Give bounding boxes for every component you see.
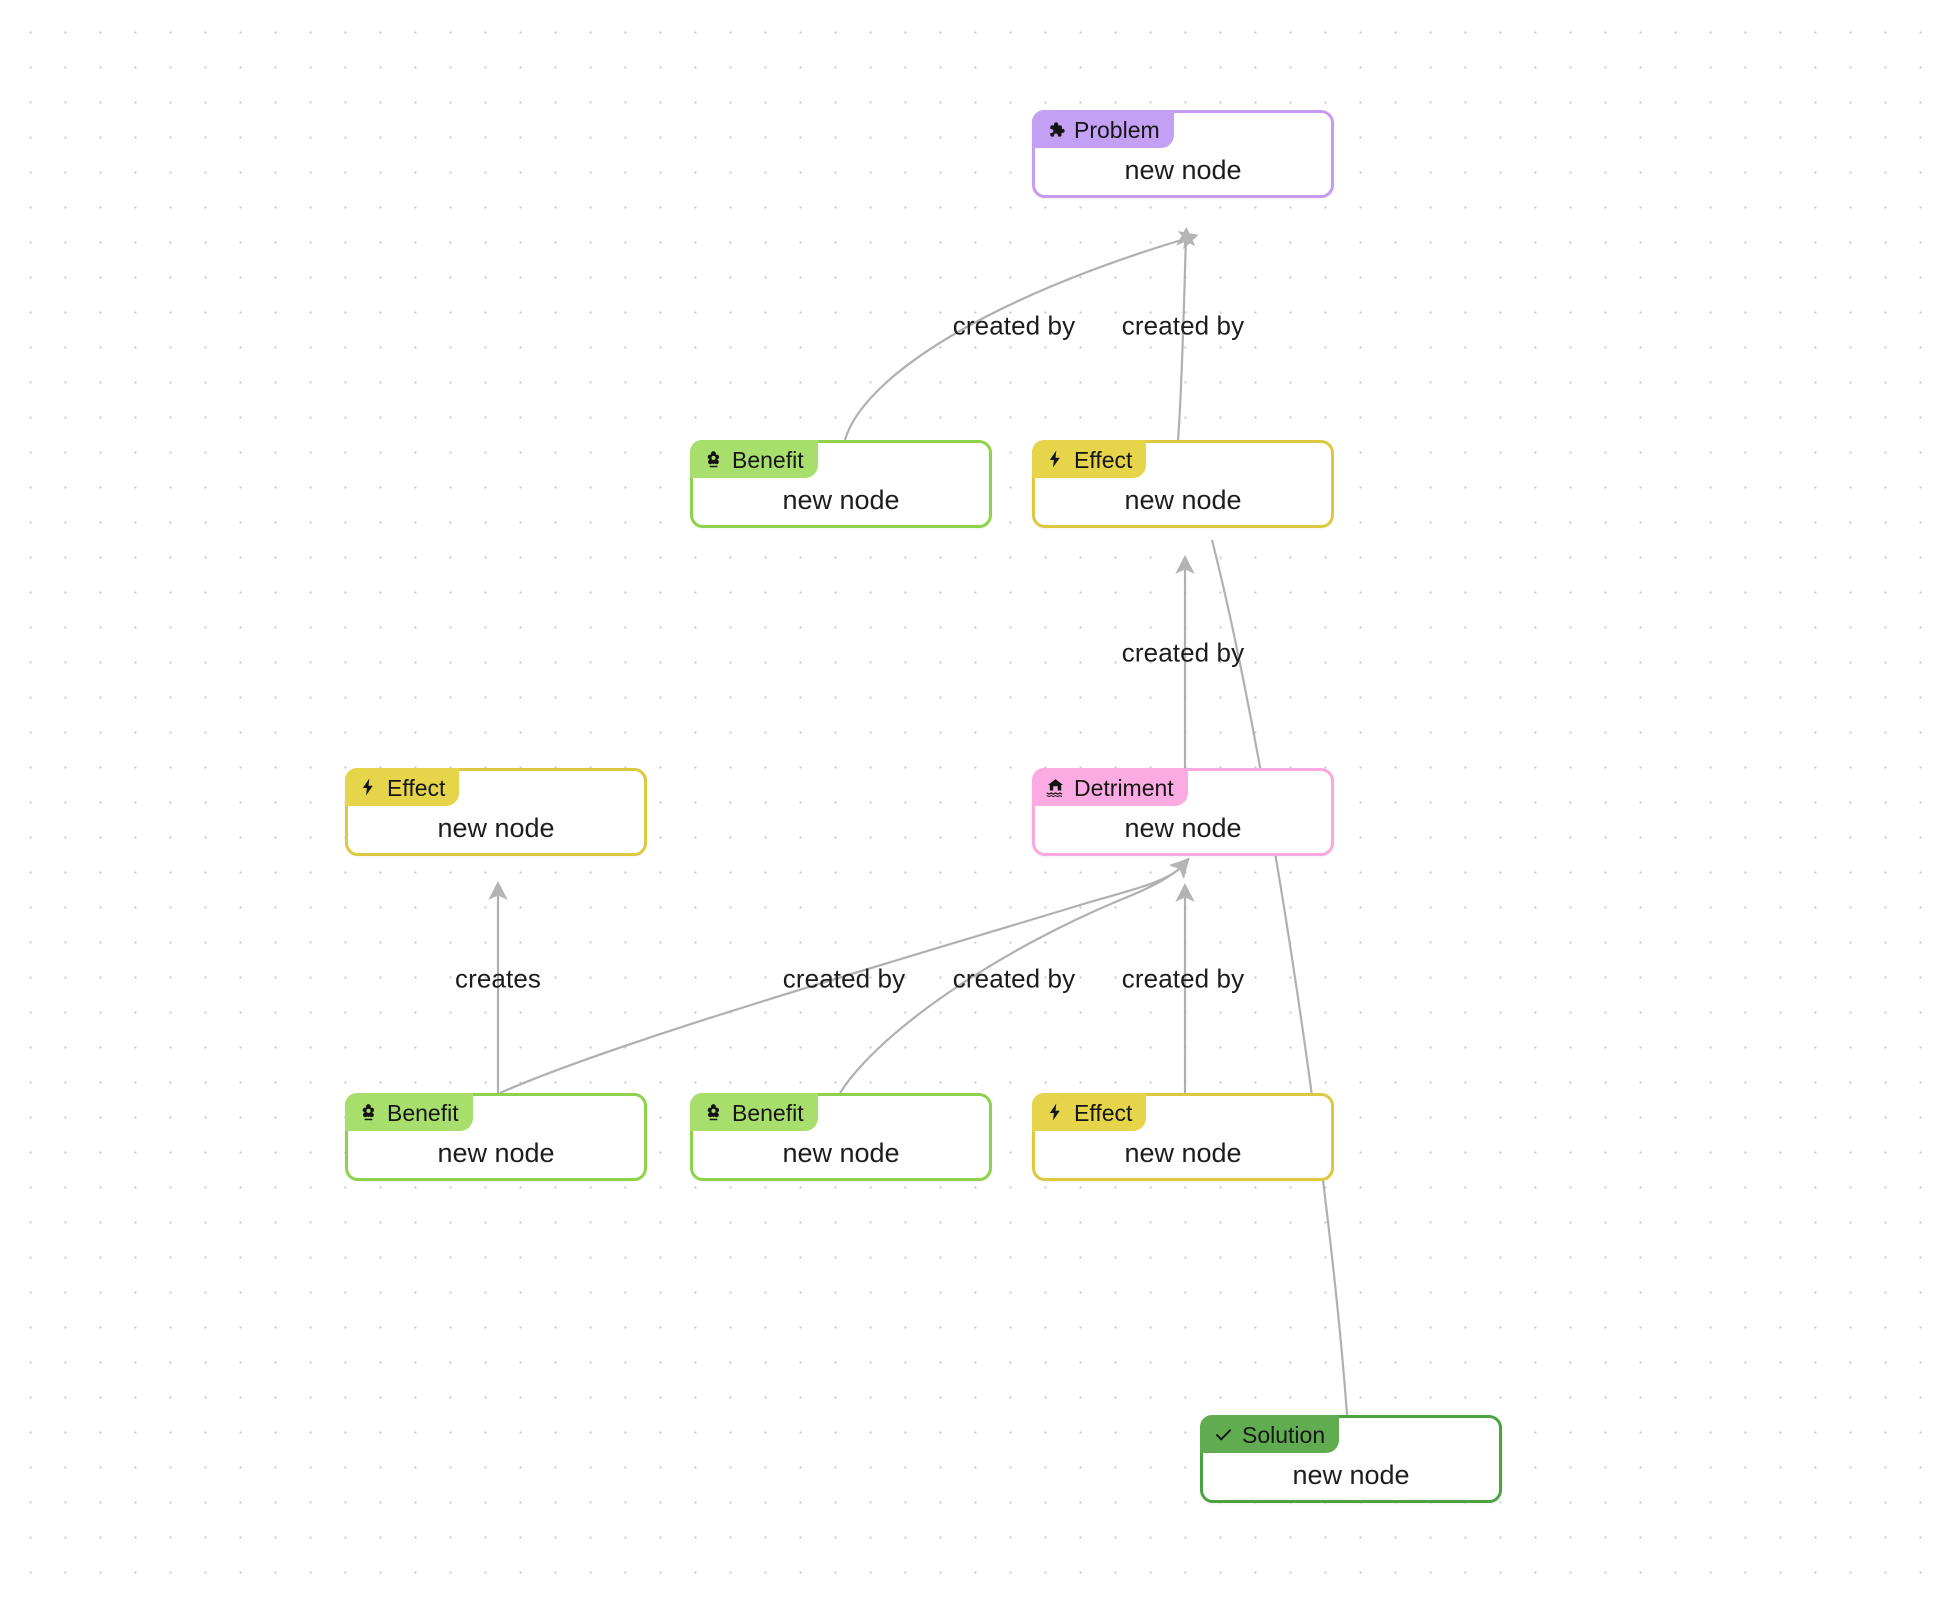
node-type-badge[interactable]: Detriment: [1032, 768, 1188, 806]
node-type-badge[interactable]: Benefit: [690, 1093, 818, 1131]
node-title[interactable]: new node: [1124, 1138, 1242, 1168]
node-title[interactable]: new node: [1124, 813, 1242, 843]
node-type-label: Effect: [387, 774, 446, 801]
node-effect-n3[interactable]: Effect new node: [1032, 440, 1334, 528]
node-title[interactable]: new node: [1124, 155, 1242, 185]
node-type-badge[interactable]: Effect: [1032, 440, 1147, 478]
node-benefit-n7[interactable]: Benefit new node: [690, 1093, 992, 1181]
node-title[interactable]: new node: [1124, 485, 1242, 515]
flower-icon: [702, 448, 724, 470]
edge-label-e8[interactable]: created by: [1121, 963, 1245, 994]
flower-icon: [357, 1101, 379, 1123]
lightning-bolt-icon: [1044, 1101, 1066, 1123]
node-title[interactable]: new node: [782, 1138, 900, 1168]
node-type-badge[interactable]: Benefit: [690, 440, 818, 478]
node-type-badge[interactable]: Problem: [1032, 110, 1174, 148]
node-benefit-n2[interactable]: Benefit new node: [690, 440, 992, 528]
node-type-badge[interactable]: Benefit: [345, 1093, 473, 1131]
node-type-label: Benefit: [387, 1099, 459, 1126]
node-effect-n4[interactable]: Effect new node: [345, 768, 647, 856]
flower-icon: [702, 1101, 724, 1123]
edge-label-e6[interactable]: created by: [782, 963, 906, 994]
node-type-label: Benefit: [732, 446, 804, 473]
node-title[interactable]: new node: [437, 813, 555, 843]
node-title[interactable]: new node: [782, 485, 900, 515]
puzzle-piece-icon: [1044, 118, 1066, 140]
node-type-badge[interactable]: Effect: [1032, 1093, 1147, 1131]
node-benefit-n6[interactable]: Benefit new node: [345, 1093, 647, 1181]
node-type-badge[interactable]: Solution: [1200, 1415, 1340, 1453]
edge-label-e3[interactable]: created by: [1121, 637, 1245, 668]
node-title[interactable]: new node: [437, 1138, 555, 1168]
lightning-bolt-icon: [1044, 448, 1066, 470]
lightning-bolt-icon: [357, 776, 379, 798]
edge-label-e7[interactable]: created by: [952, 963, 1076, 994]
node-detriment-n5[interactable]: Detriment new node: [1032, 768, 1334, 856]
node-type-label: Detriment: [1074, 774, 1174, 801]
node-type-label: Benefit: [732, 1099, 804, 1126]
node-problem-n1[interactable]: Problem new node: [1032, 110, 1334, 198]
node-type-label: Effect: [1074, 446, 1133, 473]
edge-label-e1[interactable]: created by: [952, 310, 1076, 341]
checkmark-icon: [1212, 1423, 1234, 1445]
node-type-badge[interactable]: Effect: [345, 768, 460, 806]
node-title[interactable]: new node: [1292, 1460, 1410, 1490]
node-type-label: Effect: [1074, 1099, 1133, 1126]
edge-label-e5[interactable]: creates: [455, 963, 541, 994]
node-type-label: Solution: [1242, 1421, 1326, 1448]
node-solution-n9[interactable]: Solution new node: [1200, 1415, 1502, 1503]
flood-house-icon: [1044, 776, 1066, 798]
node-type-label: Problem: [1074, 116, 1160, 143]
edge-label-e2[interactable]: created by: [1121, 310, 1245, 341]
node-effect-n8[interactable]: Effect new node: [1032, 1093, 1334, 1181]
